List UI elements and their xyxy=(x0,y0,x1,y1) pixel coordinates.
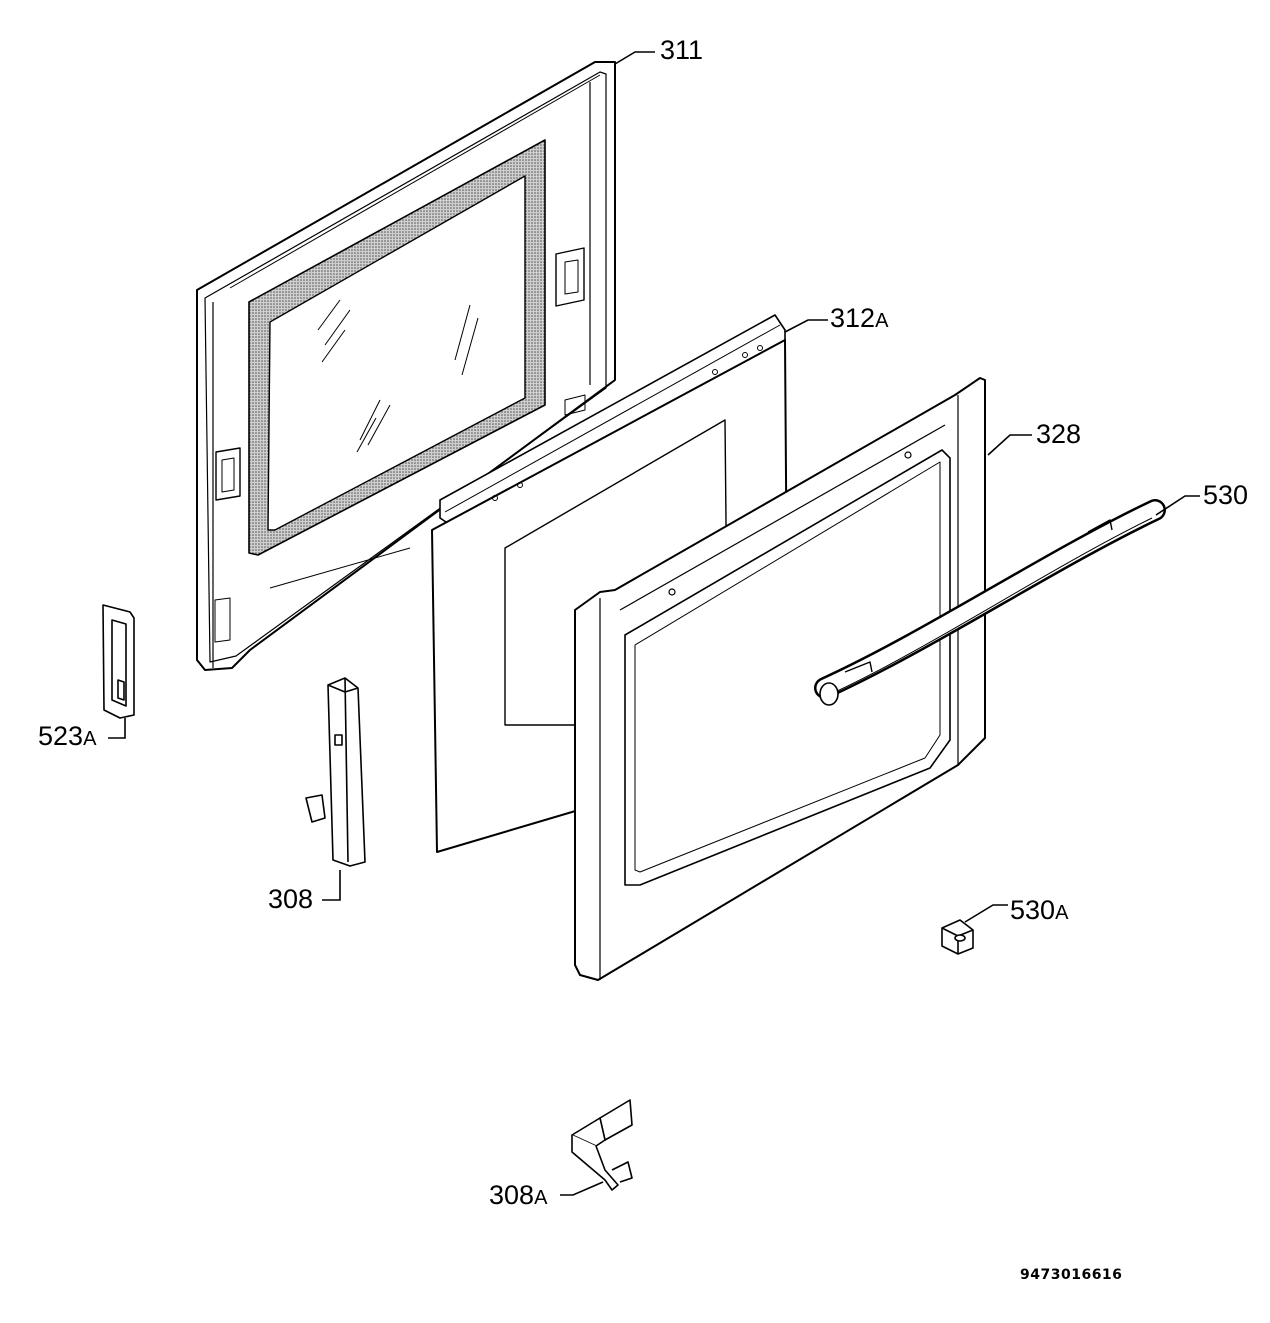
callout-number: 523 xyxy=(38,721,84,751)
leader-312A xyxy=(784,319,828,333)
leader-lines xyxy=(108,51,1200,1196)
callout-number: 328 xyxy=(1036,419,1082,449)
part-311-inner-door xyxy=(196,61,616,671)
part-308-hinge xyxy=(305,677,366,867)
leader-311 xyxy=(614,51,655,65)
callout-530: 530 xyxy=(1203,482,1248,509)
callout-number: 311 xyxy=(660,35,704,65)
leader-530 xyxy=(1155,495,1200,516)
part-328-outer-door xyxy=(574,377,986,981)
callout-number: 308 xyxy=(268,884,314,914)
document-number: 9473016616 xyxy=(1020,1267,1123,1283)
callout-number: 308 xyxy=(489,1180,535,1210)
leader-308A xyxy=(560,1181,604,1196)
callout-530A: 530A xyxy=(1010,895,1069,925)
callout-number: 530 xyxy=(1203,480,1249,510)
leader-530A xyxy=(964,904,1008,923)
callout-312A: 312A xyxy=(830,303,889,333)
callout-number: 530 xyxy=(1010,895,1056,925)
callout-308A: 308A xyxy=(489,1180,548,1210)
part-308A-bracket xyxy=(571,1099,633,1191)
callout-number: 312 xyxy=(830,303,876,333)
leader-328 xyxy=(987,434,1032,456)
leader-308 xyxy=(322,870,341,901)
callout-311: 311 xyxy=(660,37,703,64)
callout-308: 308 xyxy=(268,886,313,913)
callout-328: 328 xyxy=(1036,421,1081,448)
leader-523A xyxy=(108,718,126,739)
part-523A-latch xyxy=(102,604,135,719)
part-530A-cap xyxy=(941,919,974,955)
part-530-handle xyxy=(814,499,1166,706)
callout-523A: 523A xyxy=(38,721,97,751)
